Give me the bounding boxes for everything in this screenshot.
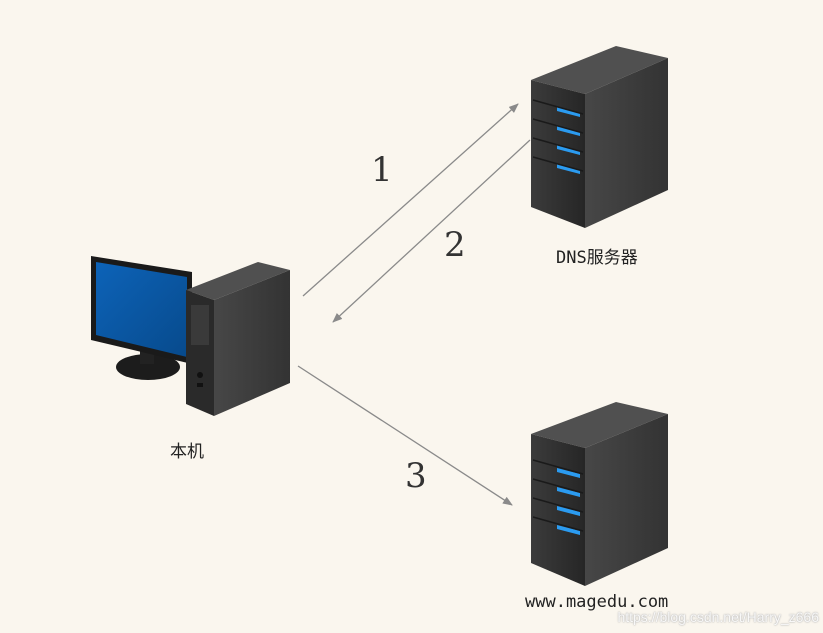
arrow-step-2 (332, 139, 531, 323)
local-computer-label: 本机 (170, 442, 204, 462)
web-server-label: www.magedu.com (525, 592, 669, 612)
computer-icon (91, 256, 290, 416)
arrow-step-1 (302, 103, 519, 297)
step-2-label: 2 (444, 225, 466, 265)
arrow-step-3 (297, 365, 513, 506)
step-3-label: 3 (405, 456, 427, 496)
dns-server-label: DNS服务器 (556, 248, 638, 268)
step-1-label: 1 (371, 150, 393, 190)
web-server-icon (531, 402, 668, 586)
watermark: https://blog.csdn.net/Harry_z666 (617, 609, 819, 625)
dns-server-icon (531, 46, 668, 228)
